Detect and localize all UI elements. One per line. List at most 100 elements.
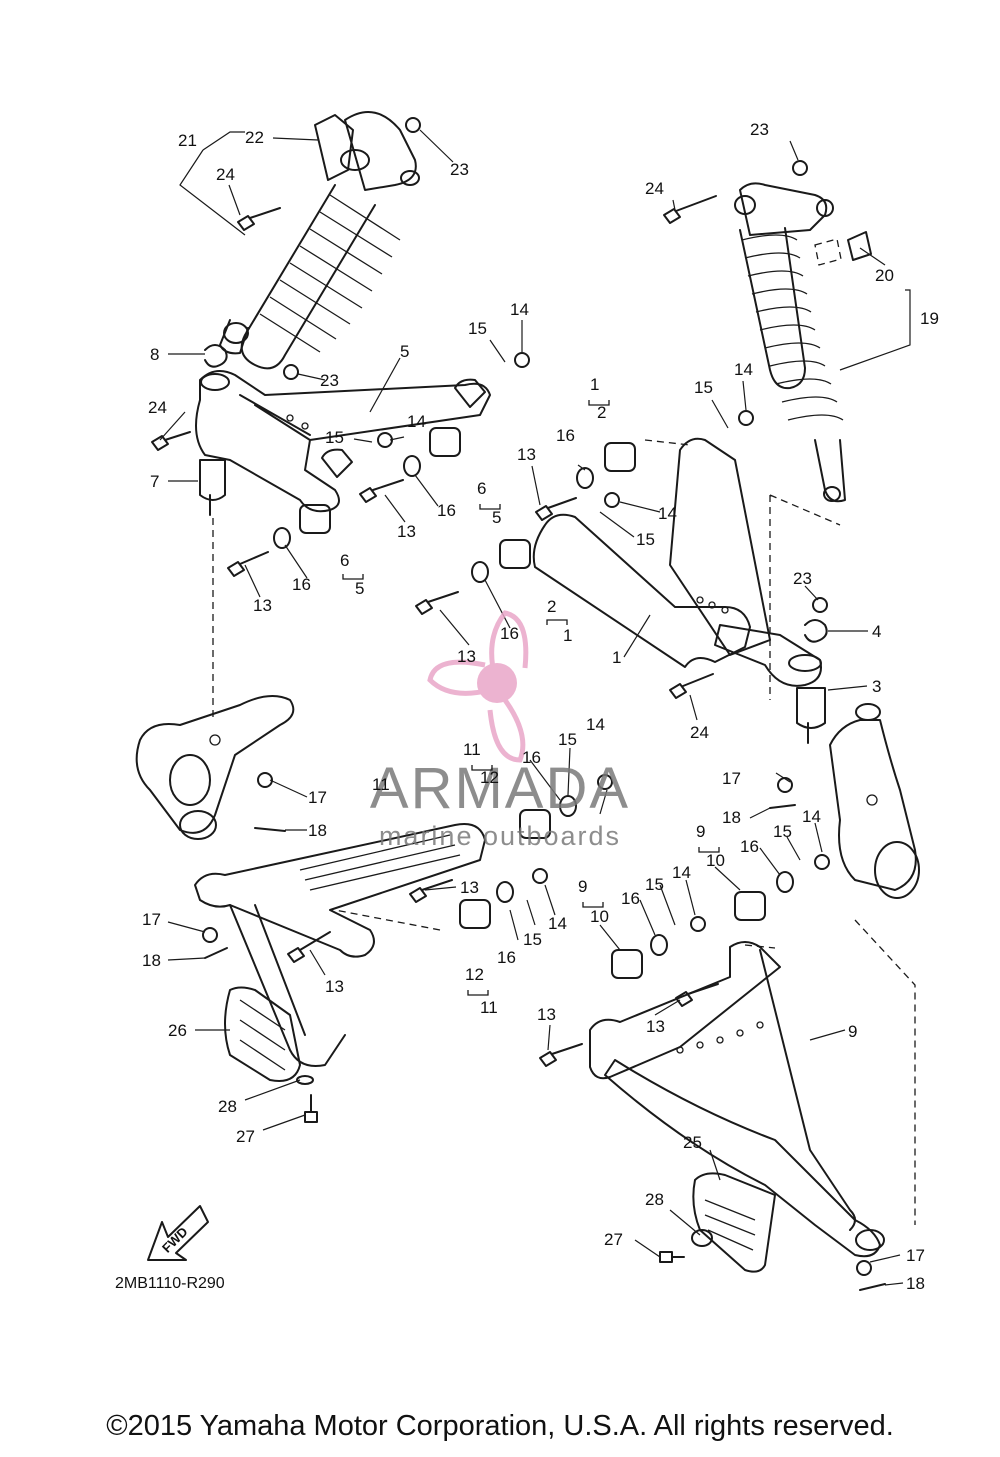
copyright-notice: ©2015 Yamaha Motor Corporation, U.S.A. A… — [106, 1410, 894, 1442]
callout-13: 13 — [460, 878, 479, 897]
callout-3: 3 — [872, 677, 881, 696]
callout-16: 16 — [500, 624, 519, 643]
watermark-tagline: marine outboards — [379, 821, 621, 851]
lower-right-arm — [589, 941, 885, 1258]
callout-15: 15 — [694, 378, 713, 397]
propeller-logo-icon — [427, 610, 529, 763]
callout-14: 14 — [586, 715, 605, 734]
callout-22: 22 — [245, 128, 264, 147]
callout-5: 5 — [355, 579, 364, 598]
callout-17: 17 — [906, 1246, 925, 1265]
callout-16: 16 — [621, 889, 640, 908]
group-brackets — [342, 400, 720, 996]
callout-13: 13 — [457, 647, 476, 666]
callout-11: 11 — [372, 775, 390, 794]
callout-1: 1 — [563, 626, 572, 645]
callout-11: 11 — [463, 740, 481, 759]
callout-14: 14 — [407, 412, 426, 431]
callout-2: 2 — [597, 403, 606, 422]
callout-7: 7 — [150, 472, 159, 491]
armada-watermark: ARMADA marine outboards — [370, 610, 630, 851]
leader-lines — [159, 129, 911, 1286]
nuts — [202, 117, 872, 1276]
right-guard — [692, 1172, 776, 1273]
callout-20: 20 — [875, 266, 894, 285]
callout-19: 19 — [920, 309, 939, 328]
callout-17: 17 — [142, 910, 161, 929]
callout-9: 9 — [578, 877, 587, 896]
callout-9: 9 — [696, 822, 705, 841]
callout-24: 24 — [690, 723, 709, 742]
callout-28: 28 — [645, 1190, 664, 1209]
diagram-code: 2MB1110-R290 — [115, 1275, 225, 1292]
callout-15: 15 — [558, 730, 577, 749]
callout-16: 16 — [437, 501, 456, 520]
callout-17: 17 — [308, 788, 327, 807]
callout-14: 14 — [672, 863, 691, 882]
left-steering-knuckle — [135, 695, 295, 840]
callout-16: 16 — [556, 426, 575, 445]
callout-1: 1 — [612, 648, 621, 667]
callout-14: 14 — [658, 504, 677, 523]
left-shock-absorber — [219, 111, 420, 370]
callout-6: 6 — [477, 479, 486, 498]
collars — [296, 1075, 713, 1247]
callout-15: 15 — [468, 319, 487, 338]
callout-28: 28 — [218, 1097, 237, 1116]
bolts — [151, 195, 719, 1263]
callout-15: 15 — [325, 428, 344, 447]
callout-14: 14 — [802, 807, 821, 826]
bushings — [299, 427, 766, 979]
callout-17: 17 — [722, 769, 741, 788]
callout-12: 12 — [480, 768, 499, 787]
callout-13: 13 — [325, 977, 344, 996]
callout-14: 14 — [510, 300, 529, 319]
callout-13: 13 — [517, 445, 536, 464]
assembly-lines — [212, 439, 916, 1225]
washers — [273, 455, 794, 956]
callout-18: 18 — [142, 951, 161, 970]
callout-2: 2 — [547, 597, 556, 616]
callout-8: 8 — [150, 345, 159, 364]
callout-25: 25 — [683, 1133, 702, 1152]
callout-1: 1 — [590, 375, 599, 394]
cotter-pins — [204, 804, 886, 1291]
right-steering-knuckle — [829, 703, 920, 899]
callout-5: 5 — [400, 342, 409, 361]
callout-15: 15 — [773, 822, 792, 841]
watermark-name: ARMADA — [370, 756, 630, 821]
callout-16: 16 — [497, 948, 516, 967]
callout-11: 11 — [480, 998, 498, 1017]
callout-18: 18 — [906, 1274, 925, 1293]
circlips — [204, 344, 828, 643]
callout-12: 12 — [465, 965, 484, 984]
callout-23: 23 — [320, 371, 339, 390]
callout-26: 26 — [168, 1021, 187, 1040]
callout-13: 13 — [537, 1005, 556, 1024]
propeller-hub-icon — [477, 663, 517, 703]
callout-18: 18 — [308, 821, 327, 840]
callout-5: 5 — [492, 508, 501, 527]
left-guard — [224, 986, 301, 1082]
callout-27: 27 — [236, 1127, 255, 1146]
callout-6: 6 — [340, 551, 349, 570]
ball-joints — [199, 459, 826, 744]
callout-13: 13 — [397, 522, 416, 541]
callout-24: 24 — [645, 179, 664, 198]
callout-13: 13 — [646, 1017, 665, 1036]
callout-24: 24 — [148, 398, 167, 417]
callout-labels: 1 2 2 1 1 3 4 5 6 5 6 5 7 8 9 10 9 10 9 … — [142, 120, 939, 1293]
callout-23: 23 — [793, 569, 812, 588]
callout-23: 23 — [750, 120, 769, 139]
callout-13: 13 — [253, 596, 272, 615]
callout-24: 24 — [216, 165, 235, 184]
callout-16: 16 — [292, 575, 311, 594]
callout-15: 15 — [523, 930, 542, 949]
callout-10: 10 — [706, 851, 725, 870]
callout-10: 10 — [590, 907, 609, 926]
callout-15: 15 — [645, 875, 664, 894]
upper-left-arm — [195, 370, 491, 513]
callout-9: 9 — [848, 1022, 857, 1041]
callout-15: 15 — [636, 530, 655, 549]
